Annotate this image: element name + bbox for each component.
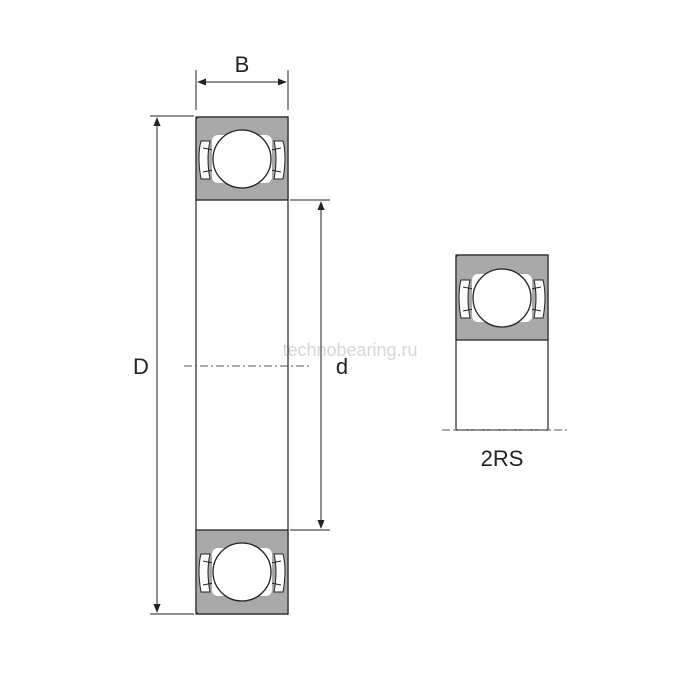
watermark: technobearing.ru <box>282 340 417 360</box>
bearing-section-main <box>184 116 310 615</box>
ball-bottom <box>212 542 272 602</box>
dimension-B: B <box>195 52 289 110</box>
label-D: D <box>133 354 149 379</box>
bottom-ring-section <box>195 529 289 615</box>
dimension-d: d <box>290 199 348 531</box>
ball-detail <box>472 268 532 328</box>
top-ring-section <box>195 116 289 201</box>
label-d: d <box>336 354 348 379</box>
seal-detail-2RS: 2RS <box>442 254 570 471</box>
dimension-D: D <box>133 115 194 615</box>
ball-top <box>212 129 272 189</box>
label-2RS: 2RS <box>481 446 524 471</box>
label-B: B <box>235 52 250 77</box>
